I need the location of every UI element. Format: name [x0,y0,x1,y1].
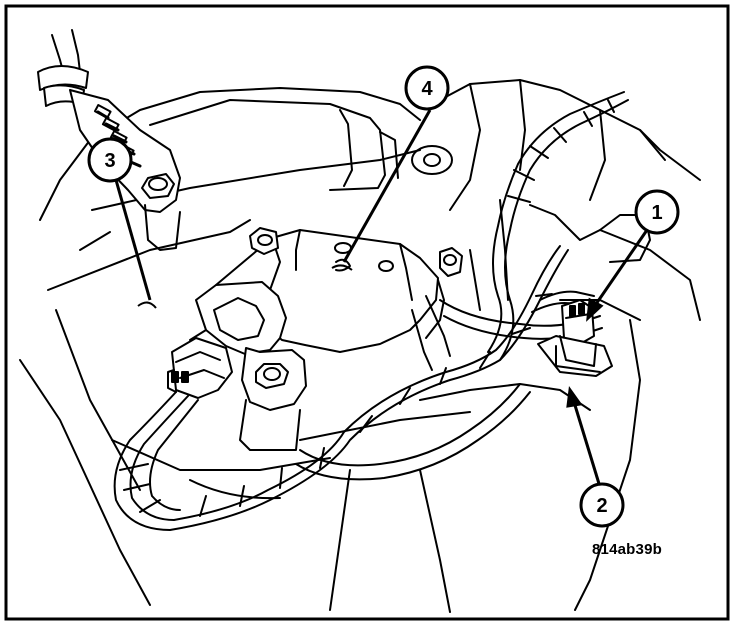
callout-4-label: 4 [421,78,433,100]
callout-4: 4 [404,65,450,111]
callout-2: 2 [579,482,625,528]
wiring-harness [113,91,629,531]
blend-door-actuator [189,227,463,451]
callout-3: 3 [87,137,133,183]
actuator-connector [167,337,233,399]
figure-code: 814ab39b [592,541,662,558]
callout-3-label: 3 [104,150,115,172]
callout-1: 1 [634,189,680,235]
callout-2-label: 2 [596,495,607,517]
callout-1-label: 1 [651,202,662,224]
connector-bracket [537,335,613,377]
leader-lines [114,109,649,488]
